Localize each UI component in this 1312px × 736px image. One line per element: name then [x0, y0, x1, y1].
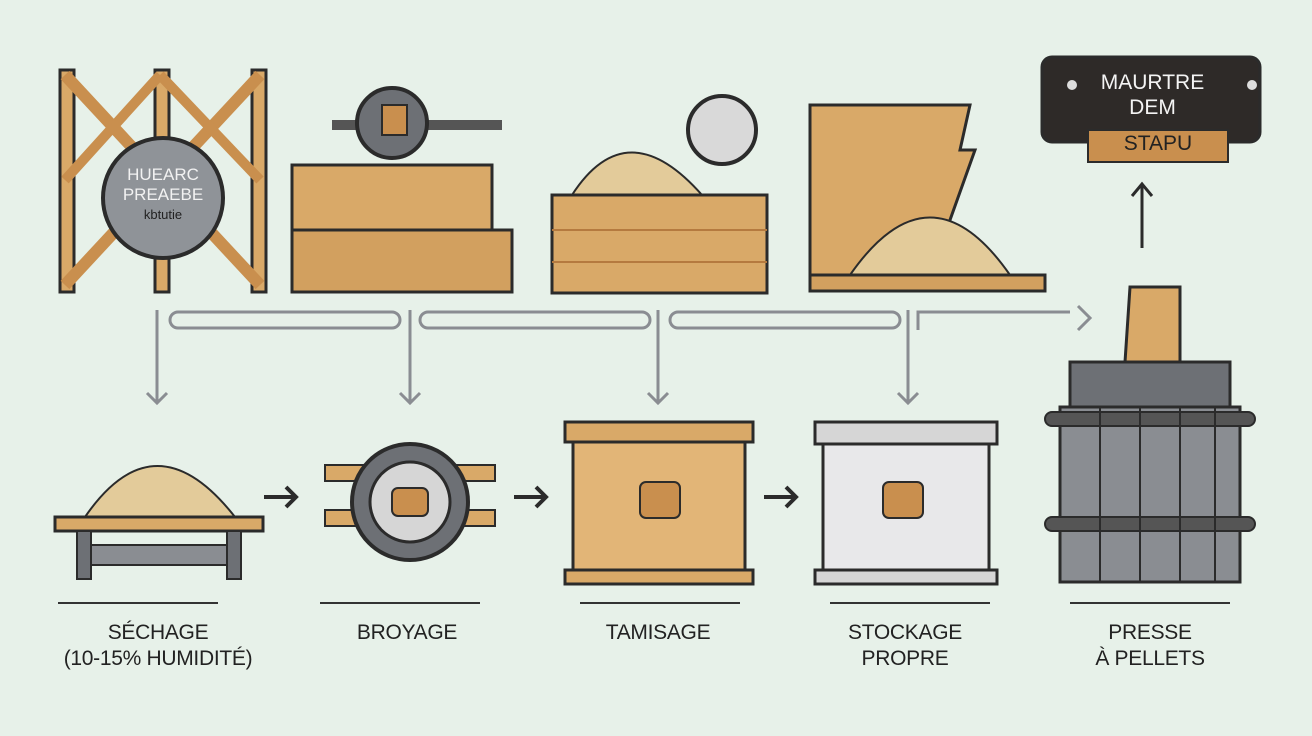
- step-title: BROYAGE: [356, 621, 458, 644]
- step-label-grinding: BROYAGE: [287, 620, 527, 646]
- badge-text: HUEARC PREAEBE kbtutie: [103, 165, 223, 225]
- divider: [320, 602, 480, 604]
- divider: [58, 602, 218, 604]
- sign-plank-text: STAPU: [1123, 132, 1193, 155]
- step-title: STOCKAGE: [848, 621, 962, 644]
- sign-line2: DEM: [1129, 96, 1176, 119]
- storage-bin-illustration: [813, 420, 999, 586]
- step-title: TAMISAGE: [605, 621, 711, 644]
- step-subtitle: PROPRE: [861, 647, 949, 670]
- wood-pile-illustration: [808, 103, 1047, 293]
- arrow-right-icon: [264, 485, 299, 509]
- timber-frame-illustration: [58, 68, 268, 294]
- badge-line3: kbtutie: [143, 207, 183, 222]
- step-label-press: PRESSE À PELLETS: [1030, 620, 1270, 672]
- step-subtitle: (10-15% HUMIDITÉ): [63, 647, 253, 670]
- divider: [580, 602, 740, 604]
- connector-lines: [145, 304, 1093, 406]
- sawdust-box-illustration: [550, 94, 769, 295]
- sieve-crate-illustration: [563, 420, 755, 586]
- step-label-storage: STOCKAGE PROPRE: [785, 620, 1025, 672]
- pellet-press-illustration: [1044, 285, 1256, 584]
- divider: [1070, 602, 1230, 604]
- sign-line1: MAURTRE: [1100, 71, 1205, 94]
- arrow-right-icon: [764, 485, 799, 509]
- sign-illustration: [1040, 55, 1262, 163]
- badge-line2: PREAEBE: [122, 185, 204, 204]
- sign-text: MAURTRE DEM: [1070, 70, 1235, 120]
- drying-table-illustration: [53, 465, 265, 580]
- step-label-drying: SÉCHAGE (10-15% HUMIDITÉ): [38, 620, 278, 672]
- up-arrow-icon: [1130, 181, 1154, 248]
- planer-illustration: [290, 86, 514, 294]
- grinder-illustration: [324, 442, 496, 562]
- divider: [830, 602, 990, 604]
- step-title: SÉCHAGE: [107, 621, 209, 644]
- step-subtitle: À PELLETS: [1095, 647, 1205, 670]
- badge-line1: HUEARC: [127, 165, 199, 184]
- arrow-right-icon: [514, 485, 549, 509]
- step-title: PRESSE: [1108, 621, 1192, 644]
- step-label-sieving: TAMISAGE: [538, 620, 778, 646]
